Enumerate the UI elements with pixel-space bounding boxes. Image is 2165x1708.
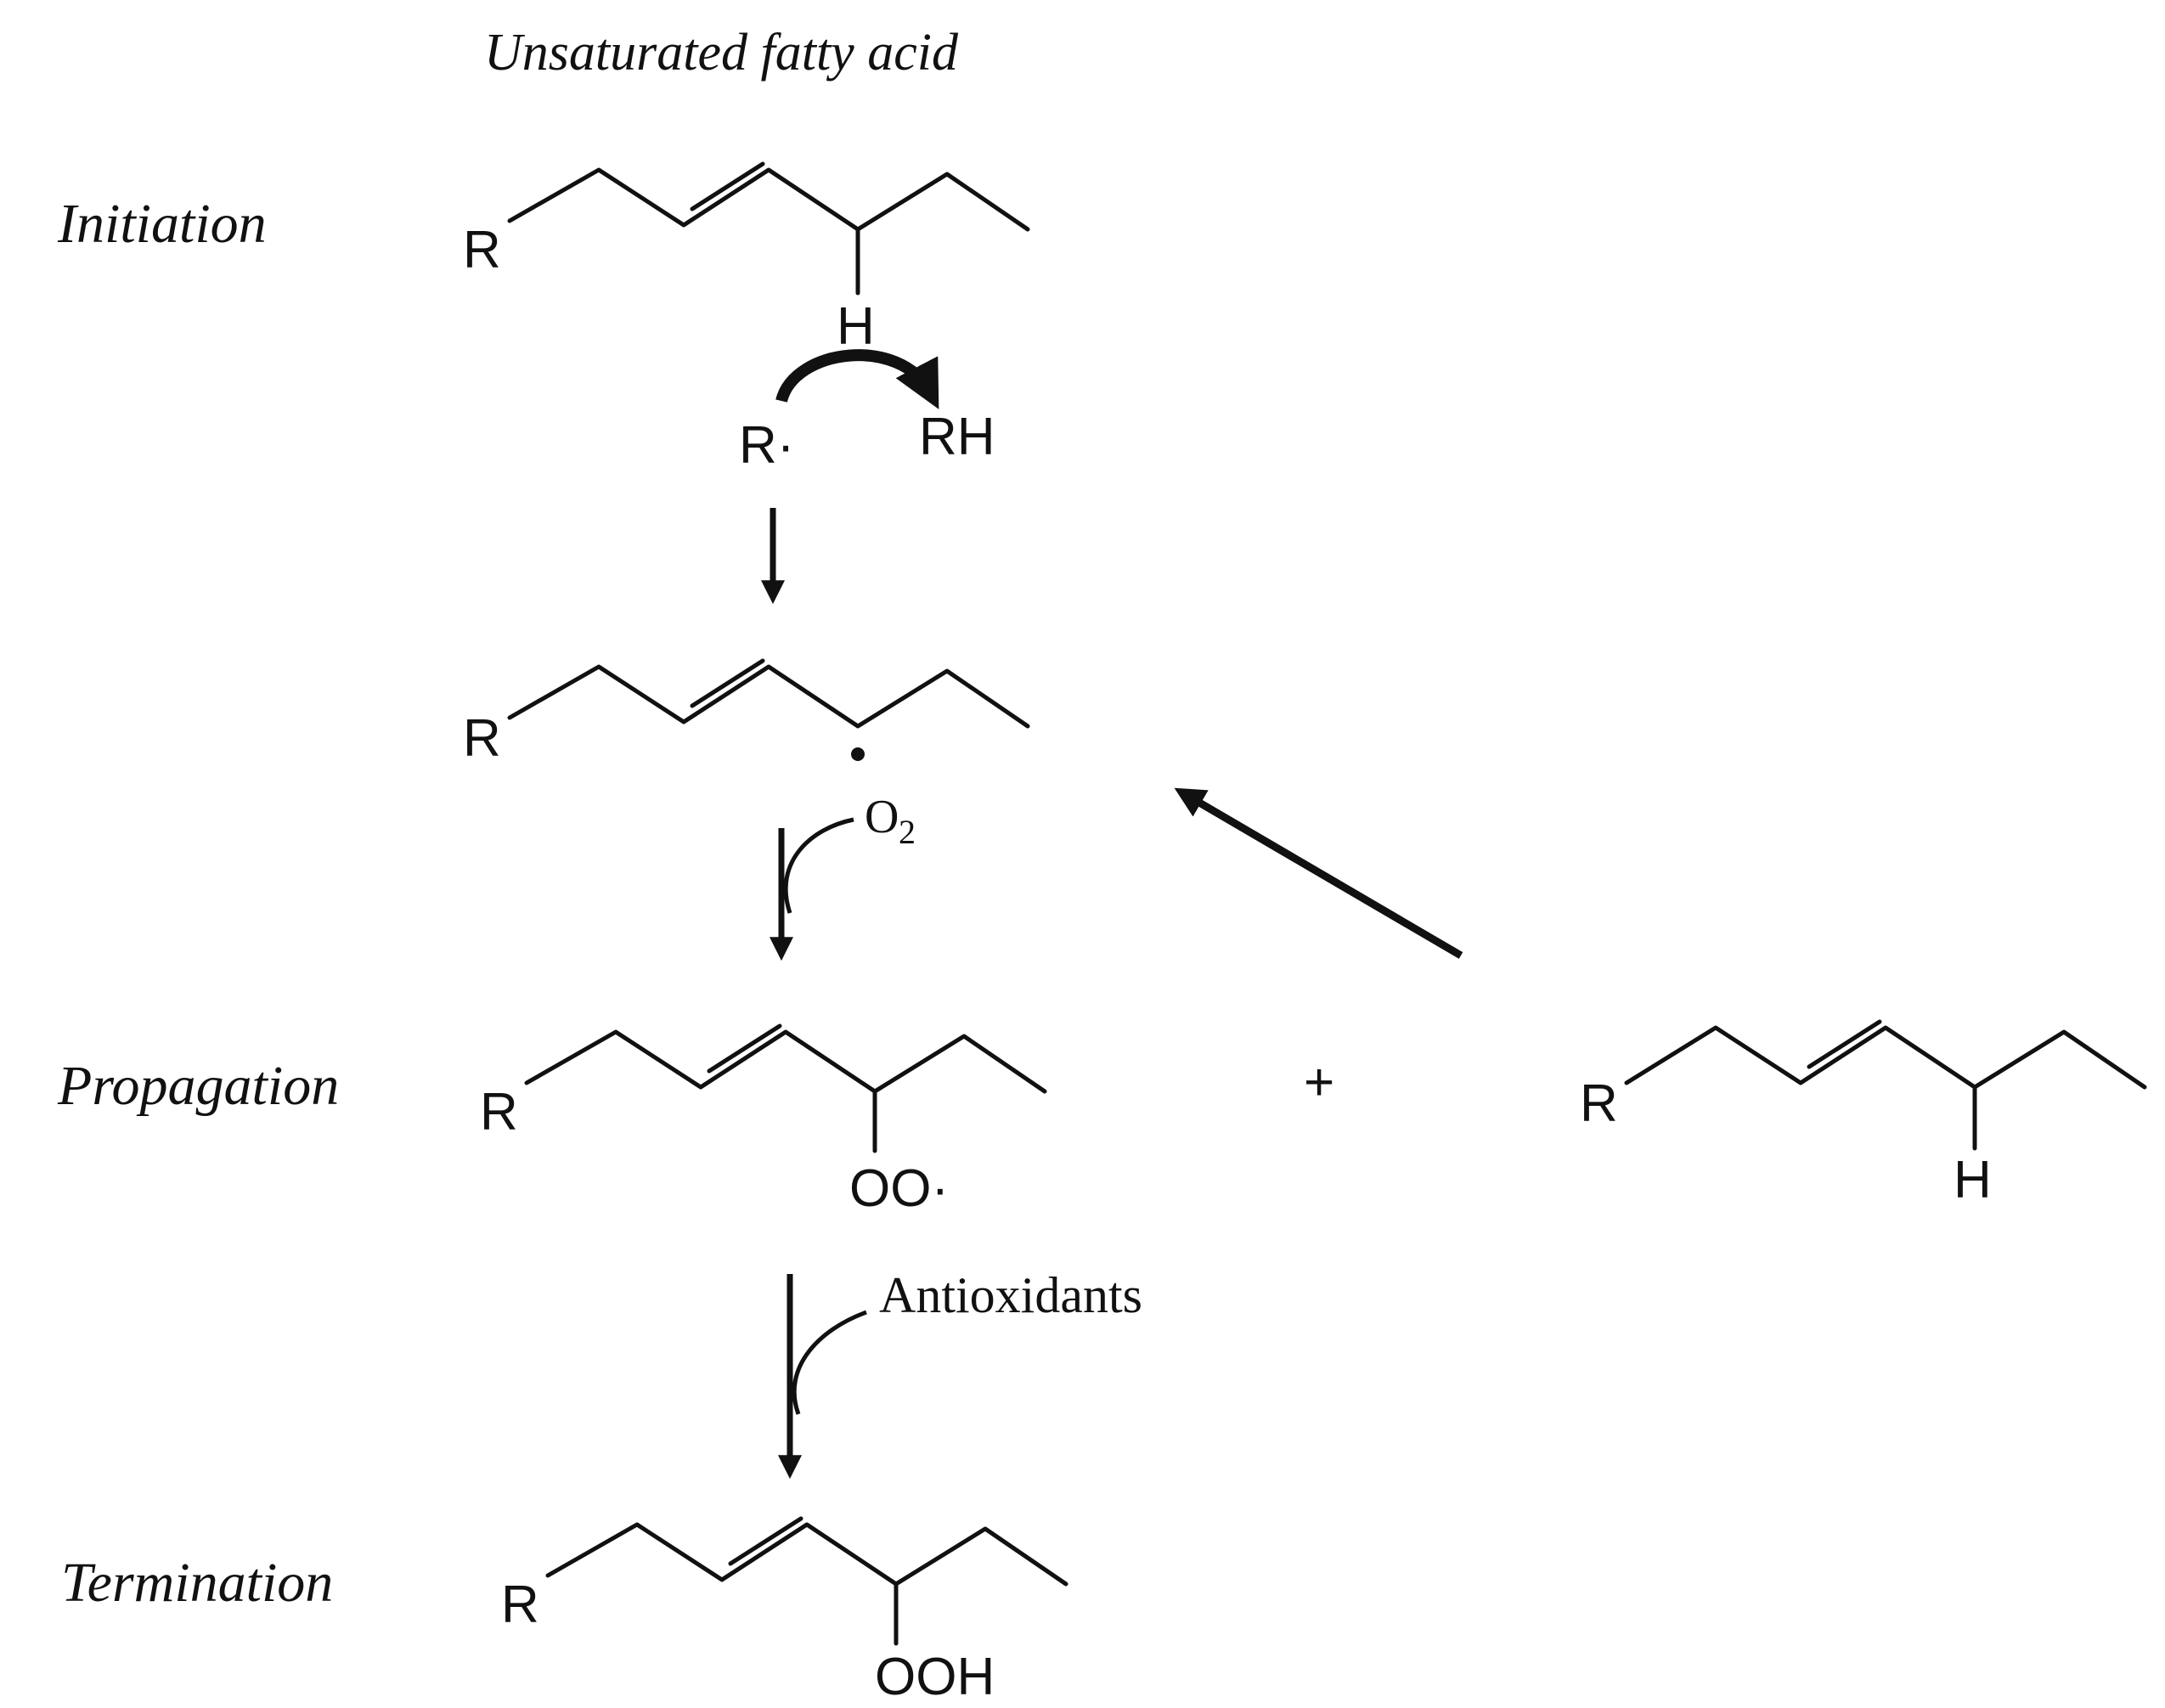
- hydrogen-label: H: [1954, 1151, 1992, 1209]
- double-bond-line: [707, 1023, 782, 1074]
- plus-sign: +: [1304, 1053, 1334, 1112]
- oxygen-label: O 2: [865, 791, 916, 851]
- r-group-label: R: [1580, 1074, 1618, 1133]
- molecule-hydroperoxide: R OOH: [501, 1516, 1068, 1706]
- molecule-second-fatty-acid: R H: [1580, 1019, 2147, 1209]
- oxygen-subscript: 2: [899, 813, 916, 851]
- hydrogen-abstraction-arrow: [775, 349, 939, 409]
- double-bond-line: [728, 1516, 803, 1566]
- r-group-label: R: [501, 1576, 539, 1634]
- oxygen-symbol: O: [865, 791, 899, 843]
- chain-propagation-arrow: [1174, 787, 1463, 959]
- molecule-peroxyl-radical-chain: [524, 1029, 1047, 1094]
- double-bond-line: [690, 161, 765, 211]
- rh-product-label: RH: [919, 408, 995, 466]
- molecule-lipid-radical: R: [463, 658, 1030, 768]
- stage-label-initiation: Initiation: [57, 193, 267, 255]
- r-group-label: R: [463, 709, 501, 768]
- initiator-radical-label: R·: [739, 416, 794, 475]
- double-bond-line: [1807, 1019, 1882, 1069]
- molecule-hydroperoxide-chain: [545, 1522, 1068, 1587]
- r-group-label: R: [480, 1083, 518, 1141]
- molecule-fatty-acid-chain: [507, 167, 1030, 232]
- hydroperoxide-label: OOH: [875, 1648, 995, 1706]
- diagram-title: Unsaturated fatty acid: [484, 24, 959, 82]
- radical-dot: [851, 747, 865, 761]
- stage-label-propagation: Propagation: [57, 1055, 339, 1117]
- double-bond-line: [690, 658, 765, 708]
- molecule-fatty-acid: R H: [463, 161, 1030, 356]
- molecule-lipid-radical-chain: [507, 664, 1030, 729]
- antioxidant-input-curve: [792, 1310, 867, 1415]
- molecule-peroxyl-radical: R OO·: [480, 1023, 1047, 1218]
- peroxyl-radical-label: OO·: [849, 1159, 949, 1218]
- molecule-second-fatty-acid-chain: [1624, 1025, 2147, 1090]
- antioxidants-label: Antioxidants: [879, 1267, 1142, 1323]
- hydrogen-label: H: [837, 297, 875, 356]
- oxygen-input-curve: [783, 817, 854, 914]
- r-group-label: R: [463, 221, 501, 279]
- stage-label-termination: Termination: [61, 1552, 333, 1614]
